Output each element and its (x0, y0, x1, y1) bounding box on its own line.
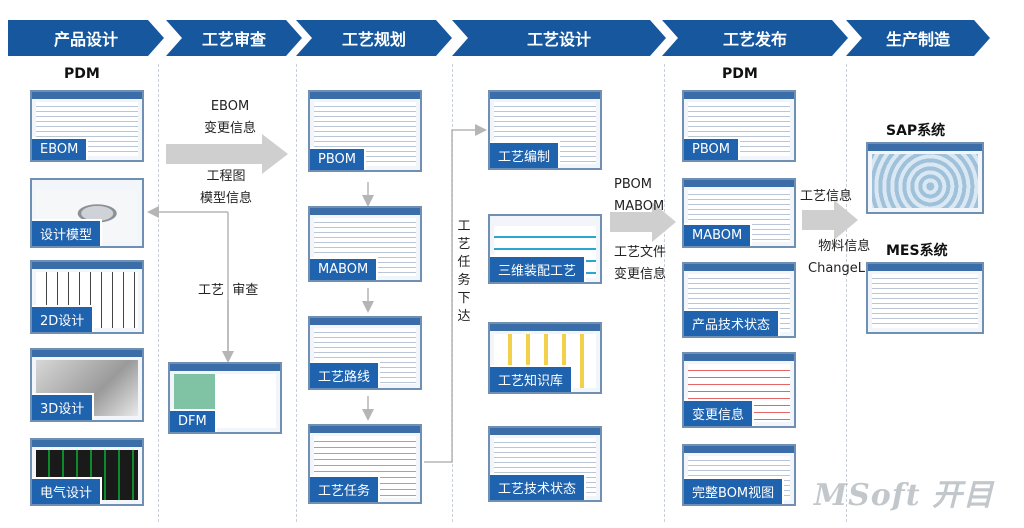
process-route-label: 工艺路线 (310, 361, 381, 388)
3d-design-screenshot: 3D设计 (30, 348, 144, 422)
release-info-note: 工艺信息 (800, 189, 853, 204)
electrical-design-screenshot: 电气设计 (30, 438, 144, 506)
release-mabom-label: MABOM (684, 223, 753, 246)
phase-manufacturing: 生产制造 (846, 20, 990, 56)
column-divider (296, 64, 297, 522)
mabom-screenshot: MABOM (308, 206, 422, 282)
big-arrow-ebom (166, 134, 288, 174)
mes-title: MES系统 (886, 243, 948, 259)
3d-assembly-label: 三维装配工艺 (490, 255, 587, 282)
column-divider (158, 64, 159, 522)
dfm-screenshot: DFM (168, 362, 282, 434)
pbom-screenshot: PBOM (308, 90, 422, 172)
drawing-model-note: 工程图 模型信息 (199, 169, 252, 206)
release-mabom-screenshot: MABOM (682, 178, 796, 248)
pdm-title-right: PDM (722, 66, 758, 82)
sap-title: SAP系统 (886, 123, 946, 139)
column-divider (846, 64, 847, 522)
pdm-title-left: PDM (64, 66, 100, 82)
phase-product-design: 产品设计 (8, 20, 164, 56)
dfm-label: DFM (170, 409, 217, 432)
2d-design-screenshot: 2D设计 (30, 260, 144, 334)
task-to-design-line (424, 124, 487, 463)
product-status-label: 产品技术状态 (684, 309, 781, 336)
change-info-screenshot: 变更信息 (682, 352, 796, 428)
process-file-change-note: 工艺文件 变更信息 (614, 245, 667, 282)
process-task-label: 工艺任务 (310, 475, 381, 502)
mabom-label: MABOM (310, 257, 379, 280)
process-status-label: 工艺技术状态 (490, 473, 587, 500)
big-arrow-design (610, 202, 676, 242)
process-review-note: 工艺 审查 (198, 283, 259, 298)
pbom-mabom-note: PBOM MABOM (614, 177, 665, 214)
3d-assembly-screenshot: 三维装配工艺 (488, 214, 602, 284)
full-bom-screenshot: 完整BOM视图 (682, 444, 796, 506)
process-compile-label: 工艺编制 (490, 141, 561, 168)
knowledge-base-label: 工艺知识库 (490, 365, 574, 392)
ebom-label: EBOM (32, 137, 89, 160)
pbom-label: PBOM (310, 147, 366, 170)
process-task-screenshot: 工艺任务 (308, 424, 422, 504)
2d-design-label: 2D设计 (32, 305, 95, 332)
phase-process-release: 工艺发布 (662, 20, 848, 56)
phase-process-review: 工艺审查 (166, 20, 302, 56)
design-model-screenshot: 设计模型 (30, 178, 144, 248)
material-info-note: 物料信息 ChangeList (808, 239, 881, 276)
release-pbom-label: PBOM (684, 137, 740, 160)
process-status-screenshot: 工艺技术状态 (488, 426, 602, 502)
process-compile-screenshot: 工艺编制 (488, 90, 602, 170)
phase-process-planning: 工艺规划 (296, 20, 452, 56)
electrical-design-label: 电气设计 (32, 477, 103, 504)
process-route-screenshot: 工艺路线 (308, 316, 422, 390)
ebom-screenshot: EBOM (30, 90, 144, 162)
msoft-logo: MSoft 开目 (813, 478, 994, 513)
change-info-label: 变更信息 (684, 399, 755, 426)
full-bom-label: 完整BOM视图 (684, 477, 785, 504)
3d-design-label: 3D设计 (32, 393, 95, 420)
big-arrow-release (802, 200, 858, 240)
knowledge-base-screenshot: 工艺知识库 (488, 322, 602, 394)
sap-screenshot (866, 142, 984, 214)
phase-process-design: 工艺设计 (452, 20, 666, 56)
column-divider (664, 64, 665, 522)
ebom-change-note: EBOM 变更信息 (203, 99, 256, 136)
task-issue-note: 工艺任务下达 (457, 219, 471, 324)
product-status-screenshot: 产品技术状态 (682, 262, 796, 338)
release-pbom-screenshot: PBOM (682, 90, 796, 162)
design-model-label: 设计模型 (32, 219, 103, 246)
mes-screenshot (866, 262, 984, 334)
